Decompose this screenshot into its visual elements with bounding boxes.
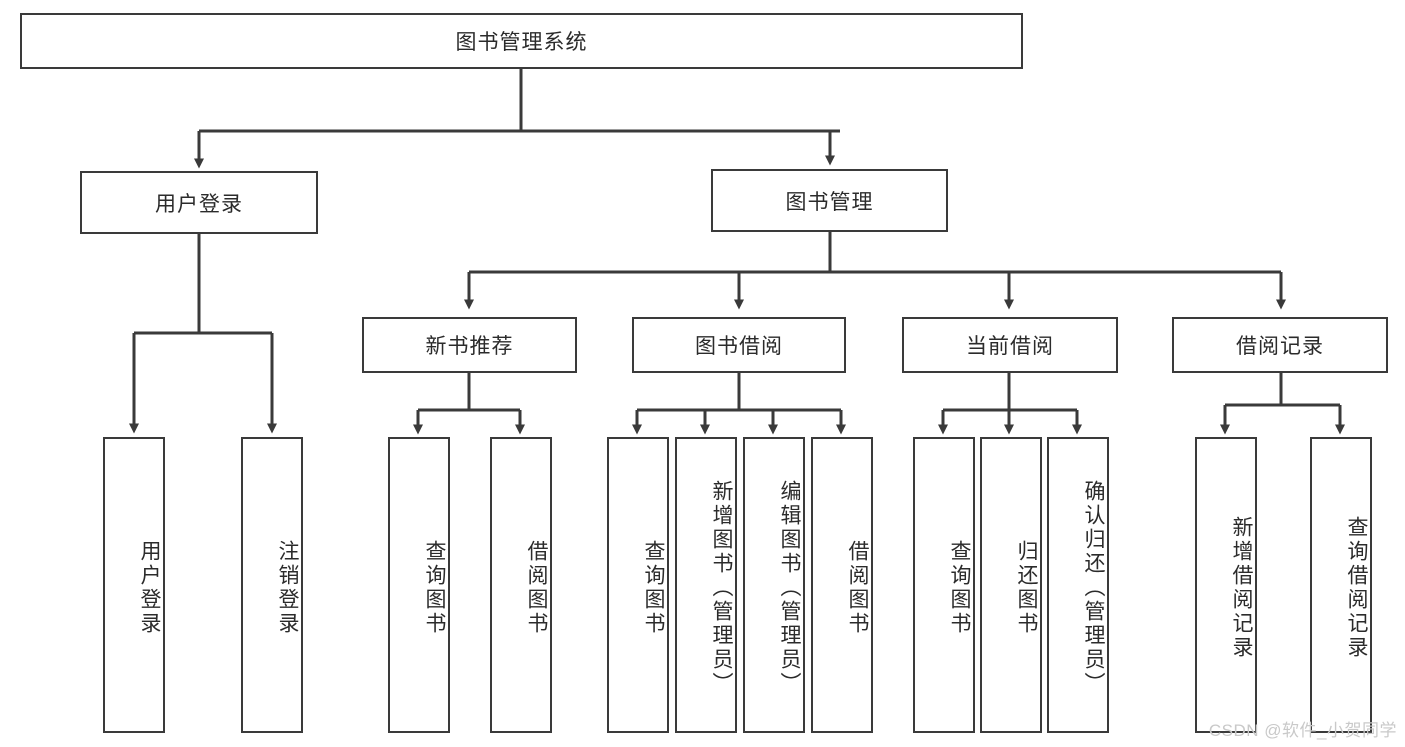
node-label: 借阅图书 [525,540,548,636]
node-label: 图书管理 [785,190,874,214]
node-label: 借阅图书 [846,540,869,636]
node-label: 借阅记录 [1236,335,1324,358]
leaf-new-book-query[interactable]: 查询图书 [388,437,450,733]
node-label: 用户登录 [138,540,161,636]
node-label: 新增借阅记录 [1230,516,1253,660]
node-label: 编辑图书（管理员） [778,480,801,696]
node-book-management[interactable]: 图书管理 [711,169,948,232]
node-label: 当前借阅 [966,335,1054,358]
leaf-record-add[interactable]: 新增借阅记录 [1195,437,1257,733]
node-borrow-record[interactable]: 借阅记录 [1172,317,1388,373]
node-label: 图书借阅 [695,335,783,358]
leaf-borrow-edit-book[interactable]: 编辑图书（管理员） [743,437,805,733]
watermark: CSDN @软件_小贺同学 [1208,721,1397,740]
node-label: 查询图书 [642,540,665,636]
node-label: 图书管理系统 [455,31,588,54]
leaf-user-login-logout[interactable]: 注销登录 [241,437,303,733]
leaf-borrow-add-book[interactable]: 新增图书（管理员） [675,437,737,733]
node-user-login[interactable]: 用户登录 [80,171,318,234]
node-label: 新书推荐 [425,335,514,358]
leaf-current-confirm-return[interactable]: 确认归还（管理员） [1047,437,1109,733]
leaf-borrow-query-book[interactable]: 查询图书 [607,437,669,733]
node-label: 归还图书 [1015,540,1038,636]
leaf-new-book-borrow[interactable]: 借阅图书 [490,437,552,733]
leaf-borrow-borrow-book[interactable]: 借阅图书 [811,437,873,733]
node-label: 注销登录 [276,540,299,636]
node-label: 查询图书 [948,540,971,636]
node-label: 用户登录 [155,192,243,216]
node-label: 新增图书（管理员） [710,480,733,696]
leaf-record-query[interactable]: 查询借阅记录 [1310,437,1372,733]
node-new-book-recommend[interactable]: 新书推荐 [362,317,577,373]
leaf-current-return-book[interactable]: 归还图书 [980,437,1042,733]
node-current-borrow[interactable]: 当前借阅 [902,317,1118,373]
node-book-borrow[interactable]: 图书借阅 [632,317,846,373]
leaf-user-login-login[interactable]: 用户登录 [103,437,165,733]
node-label: 查询图书 [423,540,446,636]
node-label: 确认归还（管理员） [1082,480,1105,696]
node-root[interactable]: 图书管理系统 [20,13,1023,69]
leaf-current-query-book[interactable]: 查询图书 [913,437,975,733]
node-label: 查询借阅记录 [1345,516,1368,660]
